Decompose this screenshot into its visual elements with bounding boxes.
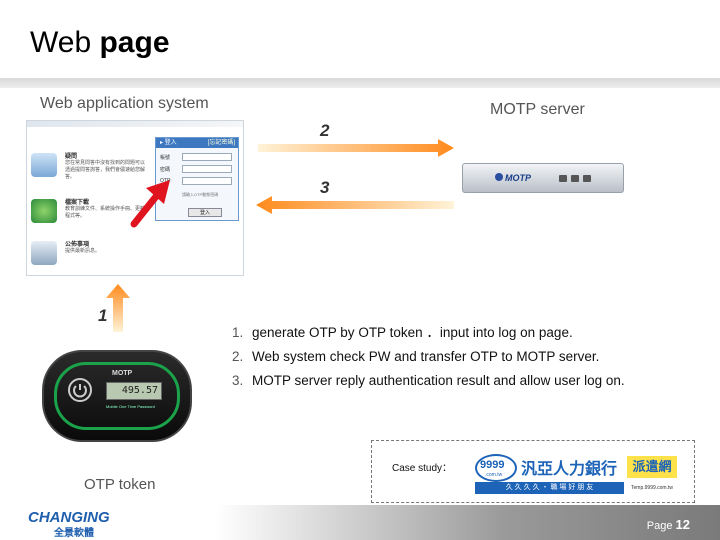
port-icon	[559, 175, 567, 182]
slide-title: Web page	[30, 26, 170, 60]
globe-icon	[31, 199, 57, 223]
step-3-label: 3	[320, 178, 330, 197]
row-heading: 疑問	[65, 154, 78, 160]
login-panel: ▸ 登入 [忘記密碼] 帳號 密碼 OTP: 請輸入OTP動態密碼 登入	[155, 137, 239, 221]
account-input[interactable]	[182, 153, 232, 161]
server-logo-icon	[495, 173, 503, 181]
footer-brand-cn: 全景軟體	[54, 528, 94, 539]
list-text: MOTP server reply authentication result …	[252, 373, 625, 388]
server-logo: MOTP	[505, 173, 531, 183]
account-label: 帳號	[160, 155, 171, 161]
step-1-label: 1	[98, 306, 108, 325]
row-heading: 檔案下載	[65, 200, 90, 206]
case-study-box: Case study： 9999 .com.tw 汎亞人力銀行 久 久 久 久 …	[371, 440, 695, 503]
case-study-label: Case study：	[392, 463, 453, 474]
otp-input[interactable]	[182, 177, 232, 185]
banner-number: 9999	[480, 459, 505, 471]
disc-icon	[31, 241, 57, 265]
red-arrow-icon	[130, 180, 170, 228]
web-app-label: Web application system	[40, 95, 209, 112]
power-icon	[68, 378, 92, 402]
case-study-banner[interactable]: 9999 .com.tw 汎亞人力銀行 久 久 久 久 ・ 職 場 好 朋 友 …	[475, 454, 678, 494]
banner-slogan: 久 久 久 久 ・ 職 場 好 朋 友	[475, 482, 624, 494]
row-text: 提供最新訊息。	[65, 248, 101, 254]
otp-label: OTP:	[160, 178, 172, 184]
website-screenshot: 疑問 您在常見問答中沒有找到的問題可以透過提問答詢答，我們會儘速給您解答。 檔案…	[26, 120, 244, 276]
notepad-icon	[31, 153, 57, 177]
login-button[interactable]: 登入	[188, 208, 222, 217]
motp-server-label: MOTP server	[490, 101, 585, 118]
title-divider	[0, 78, 720, 88]
banner-side: 派遣網	[627, 456, 677, 478]
row-heading: 公佈事項	[65, 242, 90, 248]
otp-hint: 請輸入OTP動態密碼	[182, 192, 219, 197]
arrow-right-icon	[258, 139, 454, 157]
port-icon	[583, 175, 591, 182]
list-number: 1.	[232, 325, 244, 340]
row-text: 教育訓練文件、系統操作手冊、更新程式等。	[65, 206, 146, 219]
title-normal: Web	[30, 26, 100, 59]
login-header: ▸ 登入 [忘記密碼]	[156, 138, 238, 148]
otp-token-device: MOTP 495.57 Mobile One Time Password	[42, 350, 192, 442]
banner-side-url: Temp.9999.com.tw	[631, 485, 673, 491]
token-ring	[54, 362, 180, 430]
step-2-label: 2	[320, 121, 330, 140]
arrow-up-icon	[106, 284, 130, 332]
arrow-left-icon	[256, 196, 454, 214]
password-label: 密碼	[160, 167, 171, 173]
step-list: 1. generate OTP by OTP token ．input into …	[232, 325, 712, 397]
list-item: 3. MOTP server reply authentication resul…	[232, 373, 712, 397]
list-number: 3.	[232, 373, 244, 388]
login-header-text: ▸ 登入	[160, 140, 177, 146]
motp-server-device: MOTP	[462, 163, 624, 193]
list-text: Web system check PW and transfer OTP to …	[252, 349, 600, 364]
banner-url: .com.tw	[485, 472, 503, 478]
list-item: 1. generate OTP by OTP token ．input into …	[232, 325, 712, 349]
footer-bar: CHANGING 全景軟體 Page 12	[0, 505, 720, 540]
page-label: Page	[646, 520, 676, 532]
token-display: 495.57	[106, 382, 162, 400]
otp-token-label: OTP token	[84, 476, 156, 493]
forgot-password-link[interactable]: [忘記密碼]	[207, 140, 235, 146]
banner-main: 汎亞人力銀行	[521, 461, 618, 478]
port-icon	[571, 175, 579, 182]
banner-num-badge: 9999 .com.tw	[475, 454, 517, 482]
title-bold: page	[99, 26, 170, 59]
password-input[interactable]	[182, 165, 232, 173]
list-item: 2. Web system check PW and transfer OTP t…	[232, 349, 712, 373]
token-brand: MOTP	[112, 370, 133, 377]
list-text: generate OTP by OTP token ．input into lo…	[252, 325, 573, 340]
footer-brand: CHANGING	[28, 509, 110, 526]
row-text: 您在常見問答中沒有找到的問題可以透過提問答詢答，我們會儘速給您解答。	[65, 160, 146, 180]
page-number-value: 12	[675, 517, 690, 532]
token-subtitle: Mobile One Time Password	[106, 404, 155, 409]
page-number: Page 12	[647, 517, 690, 532]
list-number: 2.	[232, 349, 244, 364]
site-top-strip	[27, 121, 243, 127]
